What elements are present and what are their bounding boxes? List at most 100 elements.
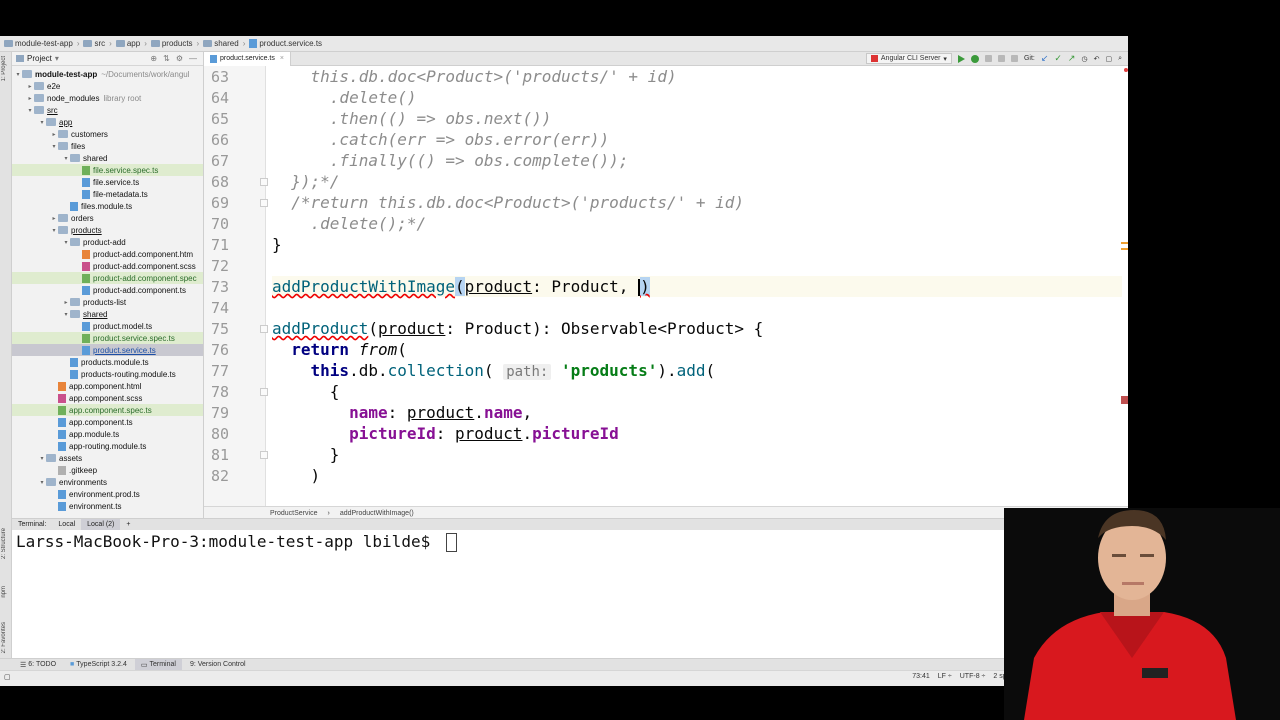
hide-icon[interactable]: — [189, 54, 197, 63]
chevron-right-icon[interactable]: ▸ [28, 95, 32, 102]
chevron-right-icon[interactable]: ▸ [52, 131, 56, 138]
vcs-push-icon[interactable]: ↗ [1067, 53, 1076, 63]
tree-folder[interactable]: ▾products [12, 224, 203, 236]
gear-icon[interactable]: ⚙ [175, 54, 183, 63]
vcs-update-icon[interactable]: ↙ [1040, 53, 1049, 63]
debug-icon[interactable] [970, 54, 979, 63]
fold-marker-icon[interactable] [260, 325, 268, 333]
tool-tab-todo[interactable]: ☰6: TODO [14, 659, 62, 671]
chevron-down-icon[interactable]: ▾ [52, 143, 56, 150]
history-icon[interactable]: ◷ [1081, 55, 1088, 63]
tool-tab-typescript[interactable]: ■TypeScript 3.2.4 [64, 659, 133, 671]
vcs-commit-icon[interactable]: ✓ [1054, 53, 1062, 63]
tree-file[interactable]: app.component.scss [12, 392, 203, 404]
fold-marker-icon[interactable] [260, 199, 268, 207]
run-config-select[interactable]: Angular CLI Server ▾ [865, 53, 952, 64]
tool-tab-version-control[interactable]: 9: Version Control [184, 659, 252, 671]
tree-file[interactable]: file.service.ts [12, 176, 203, 188]
tree-file[interactable]: file.service.spec.ts [12, 164, 203, 176]
tree-file[interactable]: product-add.component.scss [12, 260, 203, 272]
breadcrumb-item-products[interactable]: products [150, 39, 193, 48]
tree-folder[interactable]: ▾src [12, 104, 203, 116]
tool-tab-favorites[interactable]: 2: Favorites [1, 622, 7, 654]
fold-marker-icon[interactable] [260, 451, 268, 459]
close-icon[interactable]: × [279, 55, 284, 62]
tree-folder[interactable]: ▾module-test-app~/Documents/work/angul [12, 68, 203, 80]
coverage-icon[interactable] [984, 55, 992, 62]
chevron-down-icon[interactable]: ▾ [40, 455, 44, 462]
tree-file[interactable]: product-add.component.spec [12, 272, 203, 284]
fold-marker-icon[interactable] [260, 178, 268, 186]
chevron-down-icon[interactable]: ▾ [40, 119, 44, 126]
terminal-tab-local[interactable]: Local [58, 521, 76, 528]
search-icon[interactable]: ⌕ [1118, 54, 1122, 62]
revert-icon[interactable]: ↶ [1093, 55, 1100, 63]
error-marker-icon[interactable] [1124, 68, 1128, 72]
tree-folder[interactable]: ▾shared [12, 308, 203, 320]
tree-file[interactable]: products.module.ts [12, 356, 203, 368]
tree-file[interactable]: app-routing.module.ts [12, 440, 203, 452]
tree-folder[interactable]: ▾assets [12, 452, 203, 464]
warning-marker[interactable] [1121, 242, 1128, 244]
tree-file[interactable]: product-add.component.ts [12, 284, 203, 296]
breadcrumb-item-file[interactable]: product.service.ts [249, 39, 322, 48]
tree-file[interactable]: product.model.ts [12, 320, 203, 332]
chevron-down-icon[interactable]: ▾ [52, 227, 56, 234]
breadcrumb-item-shared[interactable]: shared [203, 39, 239, 48]
tree-file[interactable]: app.component.spec.ts [12, 404, 203, 416]
run-icon[interactable] [957, 54, 965, 63]
layout-icon[interactable]: ▢ [4, 674, 11, 681]
tree-folder[interactable]: ▾product-add [12, 236, 203, 248]
chevron-right-icon[interactable]: ▸ [28, 83, 32, 90]
chevron-right-icon[interactable]: ▸ [64, 299, 68, 306]
tree-file[interactable]: .gitkeep [12, 464, 203, 476]
tool-tab-npm[interactable]: npm [1, 586, 7, 598]
new-terminal-button[interactable]: + [126, 521, 131, 528]
tree-folder[interactable]: ▸e2e [12, 80, 203, 92]
tree-file[interactable]: app.module.ts [12, 428, 203, 440]
indent-setting[interactable]: 2 spac [993, 673, 1014, 680]
breadcrumb-item-app[interactable]: app [115, 39, 140, 48]
tree-file[interactable]: files.module.ts [12, 200, 203, 212]
chevron-down-icon[interactable]: ▾ [64, 155, 68, 162]
tree-folder[interactable]: ▸orders [12, 212, 203, 224]
terminal-tab-local-2[interactable]: Local (2) [81, 518, 121, 531]
tree-file[interactable]: product.service.spec.ts [12, 332, 203, 344]
tree-file[interactable]: product-add.component.htm [12, 248, 203, 260]
editor-crumb-class[interactable]: ProductService [270, 510, 318, 517]
tool-tab-terminal[interactable]: ▭Terminal [134, 658, 182, 671]
chevron-down-icon[interactable]: ▾ [40, 479, 44, 486]
terminal-panel[interactable]: Larss-MacBook-Pro-3:module-test-app lbil… [12, 530, 1128, 658]
code-area[interactable]: this.db.doc<Product>('products/' + id) .… [272, 66, 1122, 506]
line-separator[interactable]: LF ÷ [937, 673, 952, 680]
tree-file[interactable]: environment.ts [12, 500, 203, 512]
editor-crumb-method[interactable]: addProductWithImage() [339, 510, 414, 517]
tree-folder[interactable]: ▾environments [12, 476, 203, 488]
tree-file[interactable]: products-routing.module.ts [12, 368, 203, 380]
chevron-down-icon[interactable]: ▾ [64, 311, 68, 318]
fold-marker-icon[interactable] [260, 388, 268, 396]
tree-file[interactable]: app.component.html [12, 380, 203, 392]
tool-tab-structure[interactable]: 2: Structure [1, 528, 7, 560]
file-encoding[interactable]: UTF-8 ÷ [959, 673, 986, 680]
tree-folder[interactable]: ▸customers [12, 128, 203, 140]
breadcrumb-item-src[interactable]: src [83, 39, 105, 48]
stop-icon[interactable] [1010, 55, 1018, 62]
layout-icon[interactable]: ▢ [1105, 55, 1113, 63]
tool-tab-project[interactable]: 1: Project [1, 56, 7, 82]
tree-file[interactable]: file-metadata.ts [12, 188, 203, 200]
chevron-down-icon[interactable]: ▾ [28, 107, 32, 114]
error-marker[interactable] [1121, 396, 1128, 404]
tree-folder[interactable]: ▾files [12, 140, 203, 152]
caret-position[interactable]: 73:41 [912, 673, 930, 680]
globe-icon[interactable]: ⊕ [150, 54, 158, 63]
tree-file[interactable]: product.service.ts [12, 344, 203, 356]
chevron-down-icon[interactable]: ▾ [64, 239, 68, 246]
chevron-down-icon[interactable]: ▾ [54, 54, 59, 63]
error-stripe[interactable] [1120, 66, 1128, 506]
tree-folder[interactable]: ▸products-list [12, 296, 203, 308]
chevron-right-icon[interactable]: ▸ [52, 215, 56, 222]
warning-marker[interactable] [1121, 248, 1128, 250]
tree-folder[interactable]: ▾app [12, 116, 203, 128]
